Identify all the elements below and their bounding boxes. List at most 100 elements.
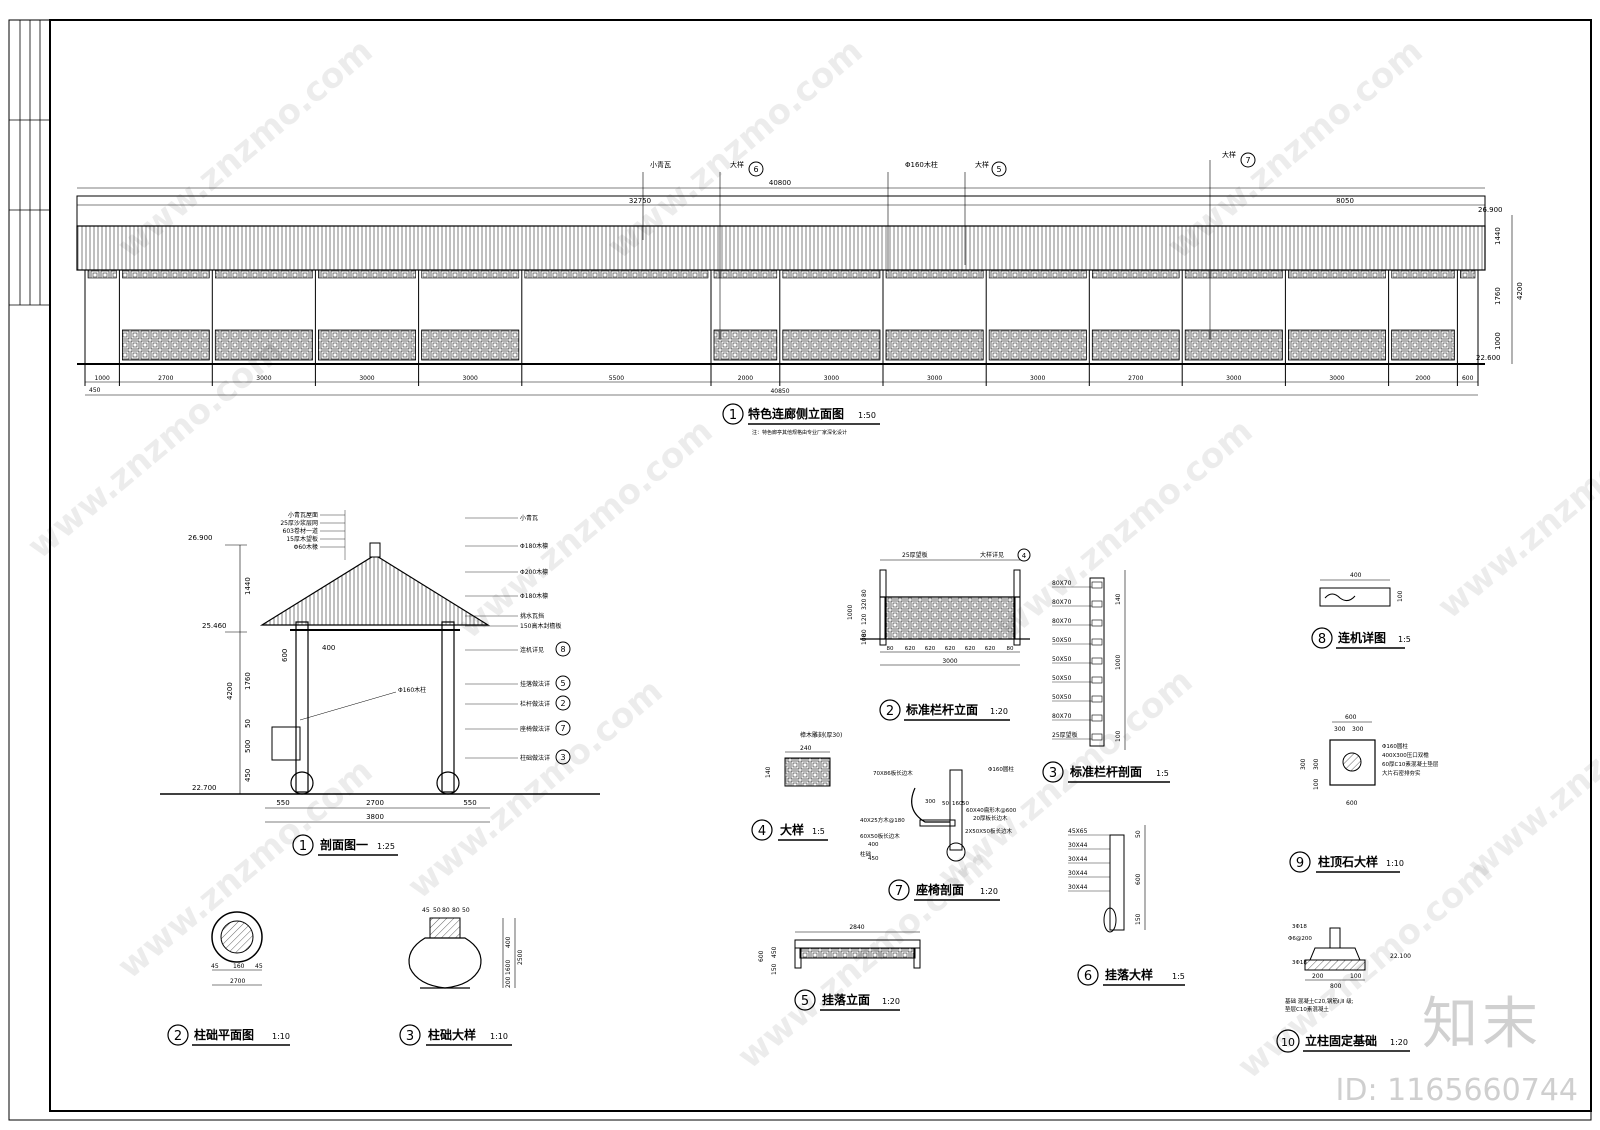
ft-num: 10 <box>1281 1036 1295 1049</box>
elevation-hanging-fall <box>87 269 117 279</box>
ct-scale: 1:10 <box>1386 859 1404 868</box>
ct-dim-3: 100 <box>1313 778 1320 790</box>
s1-hdim-1: 2700 <box>366 799 384 807</box>
footing-label: 3Φ18 <box>1292 924 1307 930</box>
section-right-label: 挑水瓦挡 <box>520 612 544 620</box>
s1-vdim-6: 450 <box>244 769 252 782</box>
section-layer-label: Φ60木椽 <box>294 543 318 551</box>
s1-hdim-0: 550 <box>276 799 289 807</box>
elevation-title: 特色连廊侧立面图 <box>748 406 844 421</box>
elevation-railing <box>122 329 210 361</box>
roof-tiles <box>76 225 1486 271</box>
bay-dim: 3000 <box>1329 375 1344 382</box>
railing-bottom-dim: 80 <box>887 646 894 652</box>
watermark-text: www.znzmo.com <box>110 751 380 987</box>
railing-top-1: 大样详见 <box>980 551 1004 559</box>
d4-d: 240 <box>800 745 812 752</box>
s1-hdim-2: 550 <box>463 799 476 807</box>
s1-vdim-3: 600 <box>281 649 289 662</box>
right-dim-0: 1440 <box>1494 227 1502 245</box>
hd-dim-2: 150 <box>1135 913 1142 925</box>
section-callout-num: 5 <box>560 679 565 688</box>
bd-dim-6: 1600 <box>505 960 512 975</box>
railing-num: 2 <box>886 704 894 719</box>
rs-scale: 1:5 <box>1156 769 1169 778</box>
total-dim: 40850 <box>770 388 789 395</box>
railing-bottom-dim: 620 <box>985 646 996 652</box>
start-dim: 450 <box>89 387 101 394</box>
section-right-label: 柱础做法详 <box>520 754 550 762</box>
column-base-detail: 45 50 80 80 50 400 1600 2500 200 3 柱础大样 … <box>399 907 524 1046</box>
hd-num: 6 <box>1084 969 1092 984</box>
bp-dim-3: 2700 <box>230 978 245 985</box>
railing-section-label: 50X50 <box>1052 675 1072 682</box>
hf-title: 挂落立面 <box>822 992 870 1007</box>
elevation-note: 注：特色廊亭其他规格由专业厂家深化设计 <box>752 429 847 436</box>
elev-top: 26.900 <box>1478 206 1503 214</box>
elevation-num: 1 <box>729 408 737 423</box>
rs-dim-1: 1000 <box>1115 655 1122 670</box>
base-detail-title: 柱础大样 <box>428 1027 476 1042</box>
elevation-railing <box>214 329 313 361</box>
elevation-scale: 1:50 <box>858 411 876 420</box>
elevation-railing <box>782 329 881 361</box>
bay-dim: 2700 <box>158 375 173 382</box>
s1-vdim-5: 500 <box>244 740 252 753</box>
bp-dim-2: 45 <box>255 963 263 970</box>
ct-title: 柱顶石大样 <box>1318 854 1378 869</box>
bench-label: 60X50板长边木 <box>860 832 900 840</box>
s1-vdim-4: 50 <box>244 719 252 728</box>
ft-dim-2: 100 <box>1350 973 1362 980</box>
section-layer-label: 小青瓦屋面 <box>288 511 318 519</box>
base-plan-title: 柱础平面图 <box>194 1027 254 1042</box>
railing-title: 标准栏杆立面 <box>905 702 978 717</box>
bd-dim-1: 50 <box>433 907 441 914</box>
bay-dim: 3000 <box>256 375 271 382</box>
bench-dim: 50 <box>942 801 949 807</box>
bay-dim: 3000 <box>359 375 374 382</box>
railing-section-label: 80X70 <box>1052 599 1072 606</box>
hd-dim-0: 50 <box>1135 830 1142 838</box>
railing-bottom-dim: 620 <box>905 646 916 652</box>
d4-h: 140 <box>765 766 772 778</box>
bay-dim: 2000 <box>1415 375 1430 382</box>
railing-section: 80X7080X7080X7050X5050X5050X5050X5080X70… <box>1042 570 1170 783</box>
section-right-label: Φ200木檩 <box>520 568 548 576</box>
base-detail-num: 3 <box>406 1029 414 1044</box>
lianji-detail: 400 100 8 连机详图 1:5 <box>1311 572 1411 649</box>
elevation-railing <box>1184 329 1283 361</box>
elevation-hanging-fall <box>122 269 210 279</box>
left-base <box>290 771 314 795</box>
ft-dim-3: 22.100 <box>1390 953 1411 960</box>
railing-section-labels: 80X7080X7080X7050X5050X5050X5050X5080X70… <box>1052 580 1103 741</box>
rs-title: 标准栏杆剖面 <box>1069 764 1142 779</box>
right-column <box>441 621 455 793</box>
s1-left-col: Φ160木柱 <box>398 686 426 694</box>
bd-dim-4: 50 <box>462 907 470 914</box>
section-layer-label: 15厚木望板 <box>286 535 318 543</box>
bd-dim-2: 80 <box>442 907 450 914</box>
elevation-hanging-fall <box>1288 269 1386 279</box>
hanging-detail-label: 30X44 <box>1068 884 1088 891</box>
elevation-railing <box>1091 329 1180 361</box>
elevation-hanging-fall <box>988 269 1087 279</box>
bay-dim: 3000 <box>824 375 839 382</box>
hd-dim-1: 600 <box>1135 873 1142 885</box>
capstone-label: 大片石密排夯实 <box>1382 769 1421 777</box>
section-callout-num: 7 <box>560 724 565 733</box>
railing-dim: 100 <box>861 633 868 645</box>
bd-dim-5: 400 <box>505 936 512 948</box>
section-right-label: 座椅做法详 <box>520 725 550 733</box>
bd-dim-0: 45 <box>422 907 430 914</box>
railing-total: 3000 <box>942 658 957 665</box>
bench-dim: 50 <box>962 801 969 807</box>
footing-label: 基础 混凝土C20,钢筋I,II 级; <box>1285 997 1354 1005</box>
railing-section-label: 50X50 <box>1052 637 1072 644</box>
ct-dim-0: 600 <box>1345 714 1357 721</box>
